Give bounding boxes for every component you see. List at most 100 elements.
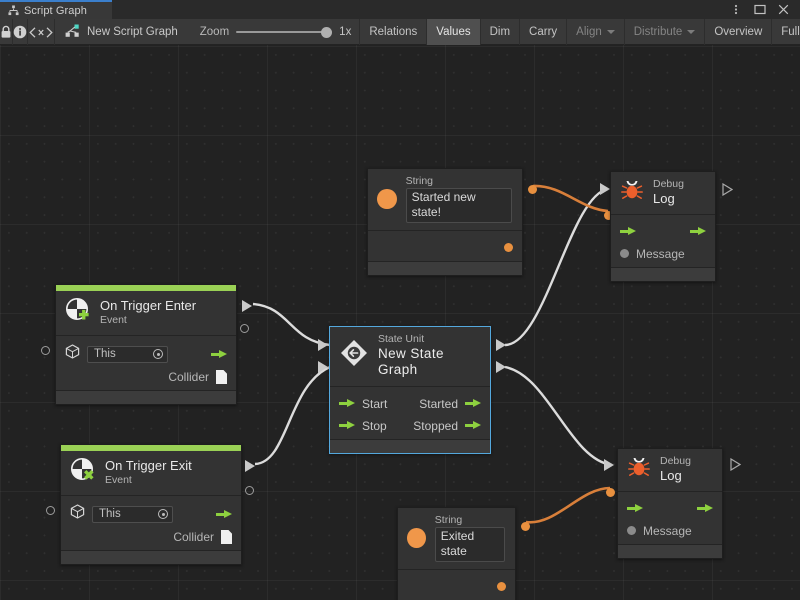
data-edge-endpoint[interactable] bbox=[528, 185, 537, 194]
trigger-enter-icon bbox=[65, 297, 91, 328]
toolbar-button-label: Relations bbox=[369, 26, 418, 38]
string-value-field[interactable]: Exited state bbox=[434, 526, 505, 562]
graph-canvas[interactable]: String Started new state! bbox=[0, 45, 800, 600]
port-row-output bbox=[398, 576, 515, 598]
node-title: On Trigger Enter bbox=[100, 298, 197, 314]
breadcrumb-label: New Script Graph bbox=[87, 26, 178, 38]
node-debug-log-bottom[interactable]: Debug Log Message bbox=[617, 448, 723, 559]
output-port-started[interactable] bbox=[465, 398, 481, 409]
node-debug-log-top[interactable]: Debug Log Message bbox=[610, 171, 716, 282]
port-handle-data-in-exit[interactable] bbox=[46, 506, 55, 515]
output-port-flow[interactable] bbox=[690, 226, 706, 237]
toolbar-button-label: Align bbox=[576, 26, 602, 38]
tab-script-graph[interactable]: Script Graph bbox=[0, 0, 112, 19]
port-handle-state-stopped-out[interactable] bbox=[496, 361, 506, 373]
port-row-flow bbox=[611, 221, 715, 243]
node-body: Start Started Stop Stopped bbox=[330, 386, 490, 439]
node-body bbox=[368, 230, 522, 261]
port-handle-state-stop-in[interactable] bbox=[318, 361, 328, 373]
zoom-slider[interactable] bbox=[236, 26, 333, 38]
port-handle-data-out-exit[interactable] bbox=[245, 486, 254, 495]
port-handle-log-flow-out-top[interactable] bbox=[722, 182, 734, 201]
data-edge-endpoint[interactable] bbox=[604, 211, 613, 220]
toolbar-button-dim[interactable]: Dim bbox=[481, 19, 521, 45]
input-port-stop[interactable] bbox=[339, 420, 355, 431]
input-port-message[interactable] bbox=[627, 526, 636, 536]
input-port-flow[interactable] bbox=[620, 226, 636, 237]
data-edge-endpoint[interactable] bbox=[606, 488, 615, 497]
info-icon[interactable] bbox=[13, 19, 28, 45]
node-body: This Collider bbox=[61, 496, 241, 550]
toolbar-button-values[interactable]: Values bbox=[427, 19, 481, 45]
node-footer bbox=[611, 266, 715, 281]
data-edge-endpoint[interactable] bbox=[521, 522, 530, 531]
port-row-collider: Collider bbox=[56, 366, 236, 388]
output-port-value[interactable] bbox=[504, 243, 513, 253]
node-header: On Trigger Exit Event bbox=[61, 451, 241, 496]
output-port-flow[interactable] bbox=[216, 509, 232, 520]
node-string-top[interactable]: String Started new state! bbox=[367, 168, 523, 276]
toolbar-button-relations[interactable]: Relations bbox=[360, 19, 428, 45]
node-on-trigger-exit[interactable]: On Trigger Exit Event This bbox=[60, 444, 242, 565]
zoom-slider-track bbox=[236, 31, 333, 33]
input-port-start[interactable] bbox=[339, 398, 355, 409]
port-row-start: Start Started bbox=[330, 393, 490, 415]
close-icon[interactable] bbox=[777, 3, 790, 16]
node-on-trigger-enter[interactable]: On Trigger Enter Event This bbox=[55, 284, 237, 405]
port-handle-state-start-in[interactable] bbox=[318, 339, 328, 351]
target-object-value: This bbox=[99, 508, 121, 520]
input-port-flow[interactable] bbox=[627, 503, 643, 514]
toolbar-button-overview[interactable]: Overview bbox=[705, 19, 773, 45]
hierarchy-icon bbox=[8, 5, 19, 16]
script-graph-icon bbox=[65, 24, 80, 41]
tab-label: Script Graph bbox=[24, 4, 87, 17]
toolbar-button-carry[interactable]: Carry bbox=[520, 19, 568, 45]
string-value-icon bbox=[377, 188, 397, 209]
node-title: Log bbox=[653, 190, 675, 206]
port-handle-data-out-enter[interactable] bbox=[240, 324, 249, 333]
port-row-target: This bbox=[56, 342, 236, 366]
string-value-field[interactable]: Started new state! bbox=[405, 187, 512, 223]
port-handle-data-in-enter[interactable] bbox=[41, 346, 50, 355]
input-port-message[interactable] bbox=[620, 249, 629, 259]
port-handle-log-flow-out-bottom[interactable] bbox=[730, 457, 742, 476]
toolbar-button-align[interactable]: Align bbox=[567, 19, 625, 45]
port-label-message: Message bbox=[636, 246, 685, 261]
code-icon[interactable] bbox=[28, 19, 55, 45]
port-handle-log-flow-in-bottom[interactable] bbox=[604, 459, 614, 471]
port-handle-flow-out-exit[interactable] bbox=[245, 460, 255, 472]
output-port-flow[interactable] bbox=[697, 503, 713, 514]
node-subtitle: State Unit bbox=[378, 333, 425, 345]
output-port-flow[interactable] bbox=[211, 349, 227, 360]
node-body: Message bbox=[611, 214, 715, 267]
object-picker-icon[interactable] bbox=[158, 509, 168, 519]
toolbar-button-full-screen[interactable]: Full Screen bbox=[772, 19, 800, 45]
node-footer bbox=[56, 390, 236, 404]
collider-value-icon[interactable] bbox=[221, 530, 232, 544]
graph-toolbar: New Script Graph Zoom 1x Relations Value… bbox=[0, 19, 800, 45]
port-handle-state-started-out[interactable] bbox=[496, 339, 506, 351]
port-row-target: This bbox=[61, 502, 241, 526]
collider-value-icon[interactable] bbox=[216, 370, 227, 384]
breadcrumb[interactable]: New Script Graph bbox=[55, 19, 188, 45]
output-port-stopped[interactable] bbox=[465, 420, 481, 431]
node-footer bbox=[368, 260, 522, 275]
toolbar-button-distribute[interactable]: Distribute bbox=[625, 19, 706, 45]
zoom-slider-knob[interactable] bbox=[321, 26, 333, 38]
kebab-menu-icon[interactable] bbox=[729, 3, 742, 16]
maximize-icon[interactable] bbox=[753, 3, 766, 16]
node-string-bottom[interactable]: String Exited state bbox=[397, 507, 516, 600]
lock-icon[interactable] bbox=[0, 19, 13, 45]
zoom-control[interactable]: Zoom 1x bbox=[188, 19, 361, 45]
trigger-exit-icon bbox=[70, 457, 96, 488]
node-subtitle: Debug bbox=[660, 455, 691, 467]
target-object-field[interactable]: This bbox=[87, 345, 168, 363]
chevron-down-icon bbox=[687, 30, 696, 34]
target-object-field[interactable]: This bbox=[92, 505, 173, 523]
port-handle-log-flow-in-top[interactable] bbox=[600, 183, 610, 195]
output-port-value[interactable] bbox=[497, 582, 506, 592]
state-unit-icon bbox=[339, 338, 369, 373]
port-handle-flow-out-enter[interactable] bbox=[242, 300, 252, 312]
object-picker-icon[interactable] bbox=[153, 349, 163, 359]
node-state-unit[interactable]: State Unit New State Graph Start Started bbox=[329, 326, 491, 454]
